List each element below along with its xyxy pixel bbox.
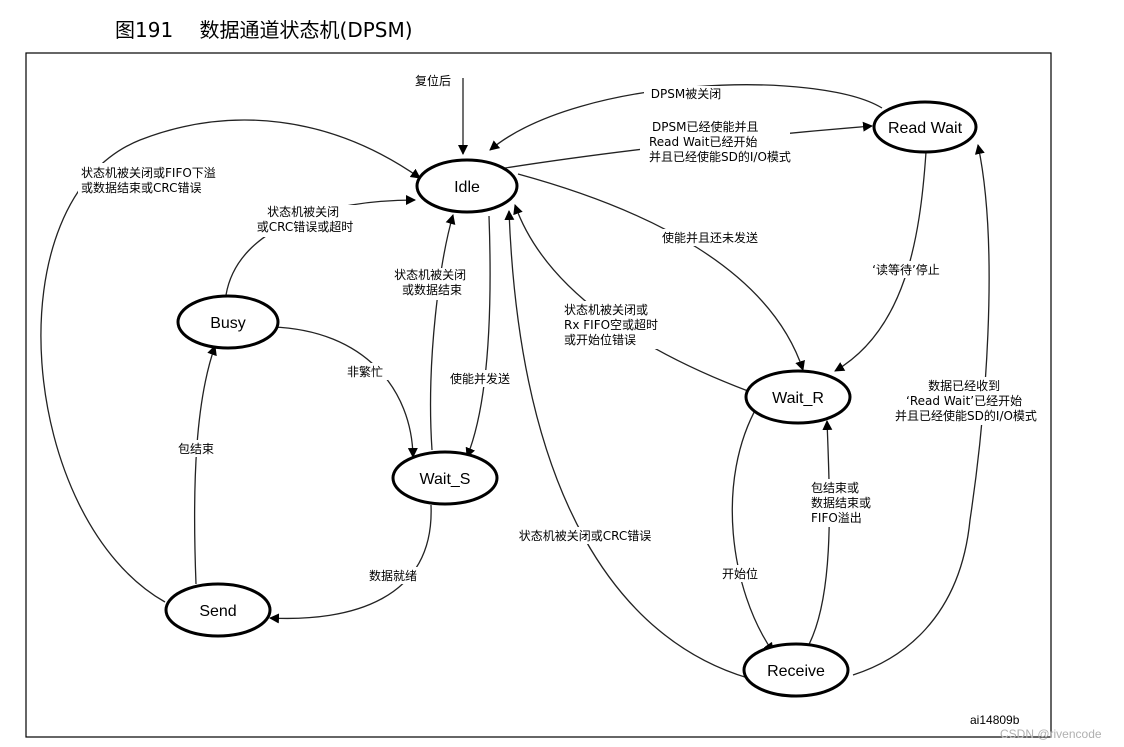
watermark: CSDN @rivencode	[1000, 727, 1102, 741]
state-idle: Idle	[415, 158, 519, 214]
state-wait-r: Wait_R	[744, 369, 852, 425]
label-not-busy: 非繁忙	[347, 364, 383, 379]
state-receive: Receive	[742, 642, 850, 698]
state-wait-r-label: Wait_R	[772, 390, 824, 407]
label-start-bit: 开始位	[722, 566, 758, 581]
label-waitr-to-idle: 状态机被关闭或 Rx FIFO空或超时 或开始位错误	[564, 303, 662, 347]
diagram-frame	[25, 52, 1052, 738]
edge-idle-to-waits	[465, 215, 491, 458]
edge-waits-to-send	[269, 504, 432, 624]
label-enable-not-send: 使能并且还未发送	[662, 230, 758, 245]
label-busy-to-idle: 状态机被关闭 或CRC错误或超时	[257, 205, 354, 234]
label-receive-to-waitr: 包结束或 数据结束或 FIFO溢出	[811, 481, 875, 525]
edge-receive-to-readwait	[852, 144, 990, 676]
state-busy-label: Busy	[210, 315, 246, 332]
edge-receive-to-waitr	[805, 420, 833, 651]
label-waits-to-idle: 状态机被关闭 或数据结束	[394, 268, 470, 297]
edge-waitr-to-receive	[731, 404, 774, 653]
label-idle-to-readwait: DPSM已经使能并且 Read Wait已经开始 并且已经使能SD的I/O模式	[649, 119, 791, 164]
edge-busy-to-waits	[271, 326, 418, 458]
state-busy: Busy	[176, 294, 280, 350]
label-send-to-idle: 状态机被关闭或FIFO下溢 或数据结束或CRC错误	[81, 166, 220, 195]
label-receive-to-readwait: 数据已经收到 ‘Read Wait’已经开始 并且已经使能SD的I/O模式	[895, 378, 1037, 423]
label-reset: 复位后	[415, 73, 451, 88]
state-read-wait: Read Wait	[872, 100, 978, 154]
figure-id: ai14809b	[970, 713, 1020, 727]
label-dpsm-disabled: DPSM被关闭	[651, 87, 721, 101]
edge-labels: 复位后 DPSM被关闭 DPSM已经使能并且 Read Wait已经开始 并且已…	[78, 73, 1050, 584]
label-packet-end: 包结束	[178, 442, 214, 456]
edge-send-to-busy	[193, 345, 217, 585]
label-enable-send: 使能并发送	[450, 371, 510, 386]
edge-receive-to-idle	[504, 210, 749, 679]
edge-waits-to-idle	[429, 214, 456, 451]
state-read-wait-label: Read Wait	[888, 120, 963, 137]
state-idle-label: Idle	[454, 179, 480, 196]
edges	[40, 78, 990, 679]
edge-readwait-to-waitr	[834, 151, 927, 372]
state-wait-s: Wait_S	[391, 450, 499, 506]
label-data-ready: 数据就绪	[369, 568, 417, 583]
state-wait-s-label: Wait_S	[420, 471, 471, 488]
label-readwait-stop: ‘读等待’停止	[872, 262, 940, 277]
label-receive-to-idle: 状态机被关闭或CRC错误	[519, 529, 652, 543]
figure-title: 图191 数据通道状态机(DPSM)	[115, 18, 413, 42]
edge-idle-to-waitr	[517, 173, 805, 371]
state-send-label: Send	[199, 603, 236, 620]
state-receive-label: Receive	[767, 663, 825, 680]
state-send: Send	[164, 582, 272, 638]
